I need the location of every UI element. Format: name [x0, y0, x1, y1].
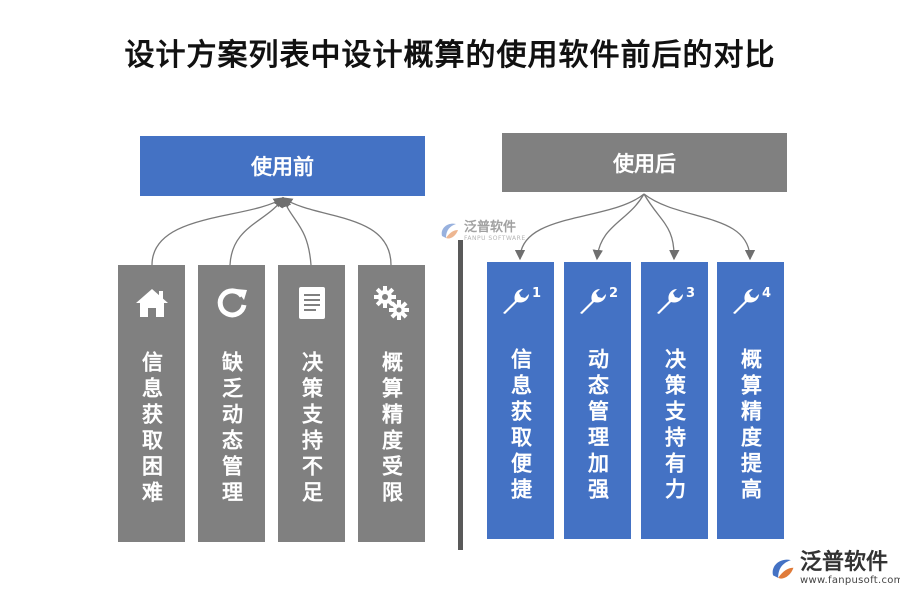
before-item-3: 决策支持不足 — [278, 265, 345, 542]
svg-text:4: 4 — [762, 286, 771, 301]
fanpu-logo-icon — [772, 559, 794, 579]
center-divider — [458, 240, 463, 550]
wrench-icon: 4 — [729, 280, 773, 320]
before-item-3-text: 决策支持不足 — [299, 351, 324, 507]
watermark-sub: FANPU SOFTWARE — [464, 234, 526, 242]
svg-text:3: 3 — [686, 286, 695, 301]
connector-after-1 — [514, 193, 645, 261]
after-item-4-text: 概算精度提高 — [738, 348, 763, 504]
fanpu-logo-icon — [441, 223, 458, 239]
document-icon — [297, 283, 327, 323]
connector-after-2 — [592, 193, 645, 261]
page-title: 设计方案列表中设计概算的使用软件前后的对比 — [124, 38, 776, 73]
logo-name: 泛普软件 — [800, 550, 889, 575]
before-item-2-text: 缺乏动态管理 — [219, 351, 244, 507]
svg-text:2: 2 — [609, 286, 618, 301]
watermark-name: 泛普软件 — [464, 219, 517, 235]
after-item-3-text: 决策支持有力 — [662, 348, 687, 504]
connector-after-4 — [643, 193, 756, 261]
before-item-4-text: 概算精度受限 — [379, 351, 404, 507]
after-item-2: 2 动态管理加强 — [564, 262, 631, 539]
connector-before-2 — [229, 196, 284, 266]
after-item-4: 4 概算精度提高 — [717, 262, 784, 539]
brand-logo: 泛普软件 www.fanpusoft.com — [768, 551, 900, 586]
center-watermark: 泛普软件 FANPU SOFTWARE — [438, 220, 526, 242]
connector-after-3 — [643, 193, 680, 261]
before-header: 使用前 — [140, 136, 425, 196]
after-item-2-text: 动态管理加强 — [585, 348, 610, 504]
after-item-1: 1 信息获取便捷 — [487, 262, 554, 539]
connector-before-1 — [151, 197, 285, 266]
before-item-4: 概算精度受限 — [358, 265, 425, 542]
wrench-icon: 2 — [576, 280, 620, 320]
wrench-icon: 3 — [653, 280, 697, 320]
wrench-icon: 1 — [499, 280, 543, 320]
before-item-1: 信息获取困难 — [118, 265, 185, 542]
after-item-1-text: 信息获取便捷 — [508, 348, 533, 504]
gears-icon — [372, 283, 412, 323]
connector-before-4 — [281, 197, 392, 266]
logo-url: www.fanpusoft.com — [800, 575, 900, 586]
before-item-2: 缺乏动态管理 — [198, 265, 265, 542]
before-item-1-text: 信息获取困难 — [139, 351, 164, 507]
home-icon — [134, 283, 170, 323]
after-header: 使用后 — [502, 133, 787, 192]
after-item-3: 3 决策支持有力 — [641, 262, 708, 539]
svg-text:1: 1 — [532, 286, 541, 301]
refresh-icon — [214, 283, 250, 323]
